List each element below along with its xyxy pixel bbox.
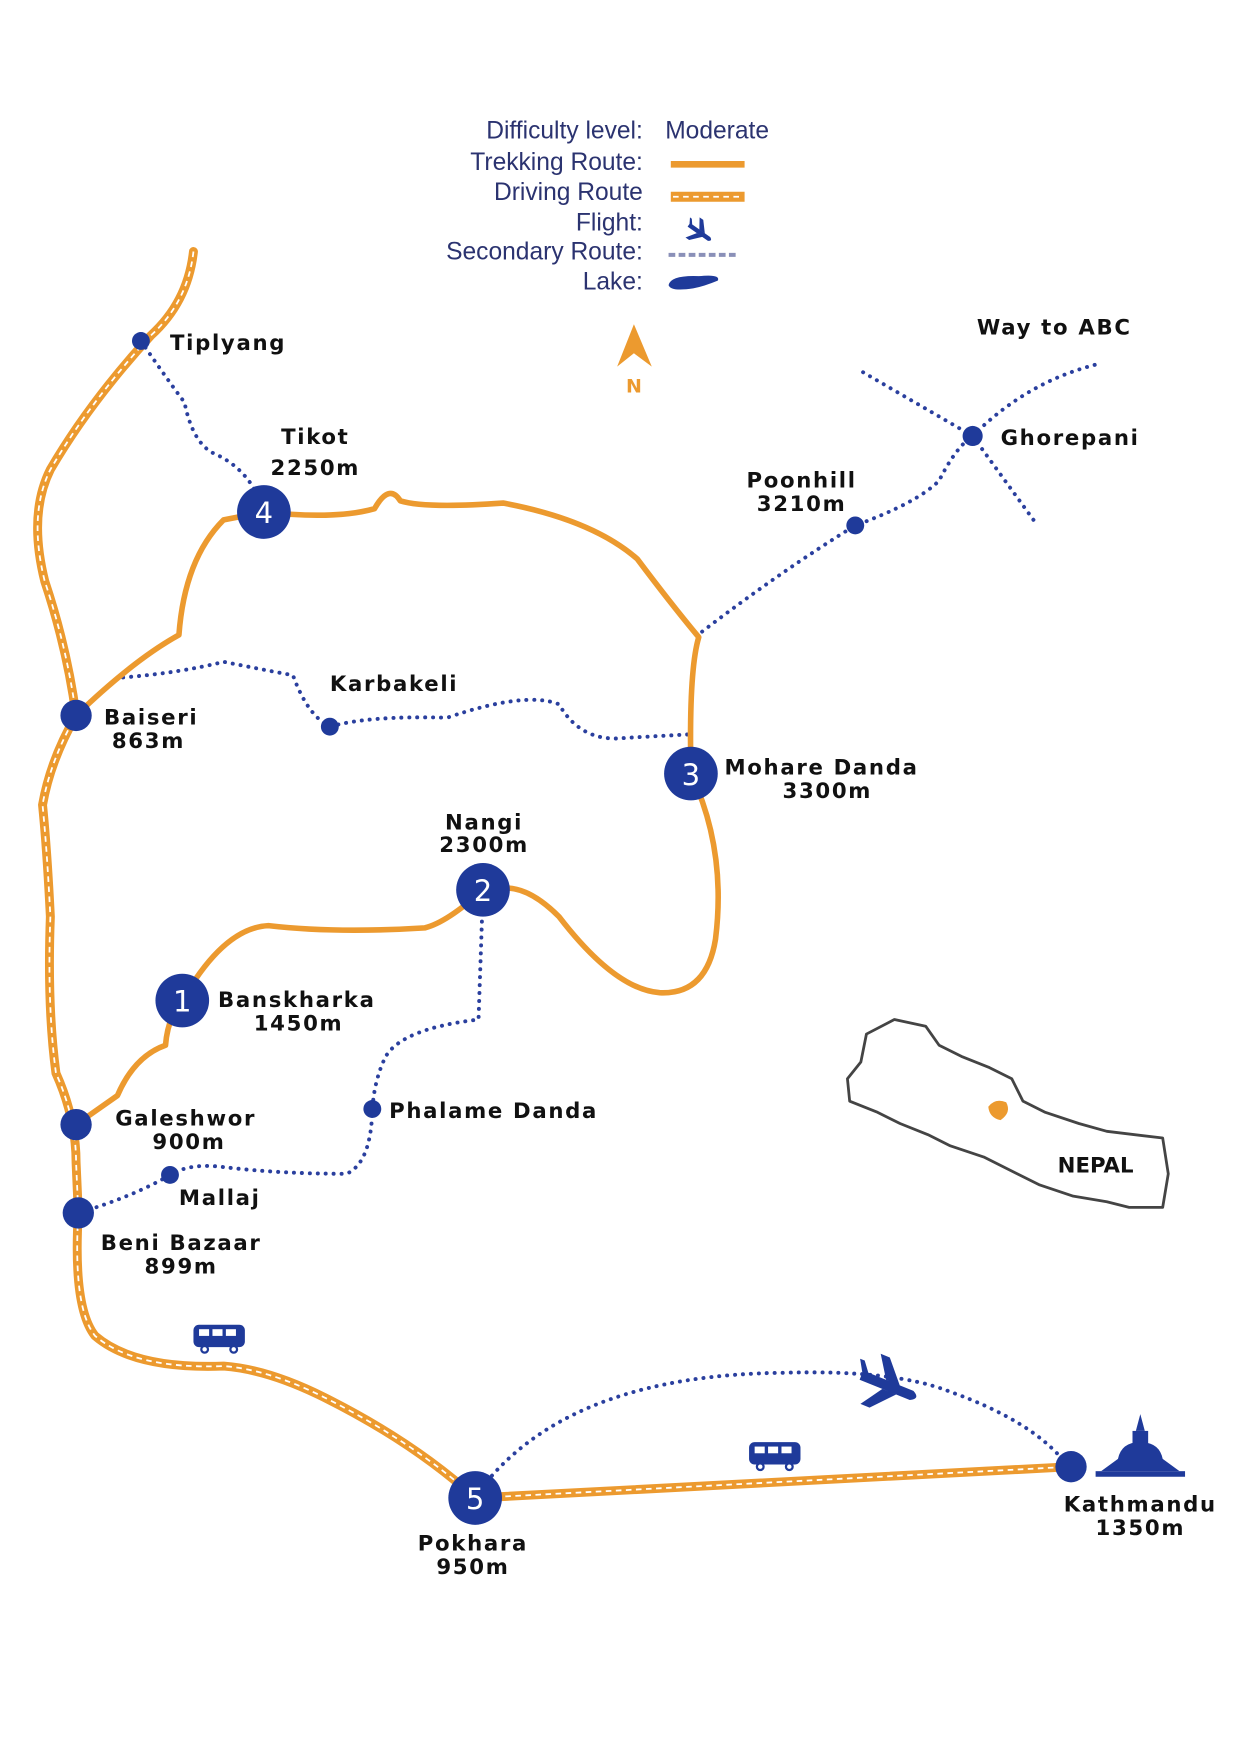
mohare-altitude: 3300m <box>783 779 873 804</box>
galeshwor-label: Galeshwor <box>115 1107 256 1132</box>
stage-1-marker[interactable]: 1 <box>155 973 210 1028</box>
stage-3-marker[interactable]: 3 <box>664 746 718 801</box>
kathmandu-marker[interactable] <box>1055 1451 1087 1483</box>
pokhara-label: Pokhara <box>418 1532 528 1557</box>
phalame-marker[interactable] <box>363 1100 382 1118</box>
legend-secondary-label: Secondary Route: <box>446 238 643 265</box>
mohare-label: Mohare Danda <box>724 756 918 781</box>
tikot-altitude: 2250m <box>270 456 360 481</box>
stage-2-marker[interactable]: 2 <box>456 863 510 917</box>
legend-difficulty-label: Difficulty level: <box>486 118 643 145</box>
ghorepani-label: Ghorepani <box>1001 426 1140 451</box>
nangi-label: Nangi <box>445 810 523 835</box>
tiplyang-label: Tiplyang <box>170 331 286 356</box>
poonhill-altitude: 3210m <box>757 492 847 517</box>
baiseri-marker[interactable] <box>60 699 92 732</box>
trekking-route <box>73 490 721 1128</box>
secondary-routes <box>76 339 1104 1478</box>
svg-text:4: 4 <box>255 496 273 530</box>
ghorepani-marker[interactable] <box>962 425 983 447</box>
driving-routes <box>33 247 1076 1503</box>
place-labels: Way to ABC Tiplyang Tikot 2250m Ghorepan… <box>101 315 1217 1580</box>
kathmandu-label: Kathmandu <box>1064 1492 1217 1517</box>
beni-label: Beni Bazaar <box>101 1231 262 1256</box>
way-to-abc-label: Way to ABC <box>977 315 1132 340</box>
nepal-inset-map: NEPAL <box>846 1018 1170 1209</box>
baiseri-label: Baiseri <box>104 705 198 730</box>
stage-4-marker[interactable]: 4 <box>237 485 291 539</box>
bus-icon <box>193 1324 245 1354</box>
svg-text:1: 1 <box>173 985 191 1019</box>
poonhill-marker[interactable] <box>846 516 865 535</box>
legend-lake-label: Lake: <box>583 269 643 296</box>
nepal-label: NEPAL <box>1058 1154 1134 1179</box>
banskharka-altitude: 1450m <box>254 1012 344 1037</box>
legend-difficulty-value: Moderate <box>665 118 769 145</box>
pokhara-altitude: 950m <box>436 1555 509 1580</box>
banskharka-label: Banskharka <box>218 988 376 1013</box>
legend-flight-label: Flight: <box>576 209 643 236</box>
bus-icon <box>749 1442 801 1472</box>
tikot-label: Tikot <box>281 425 349 450</box>
compass-label: N <box>626 375 642 397</box>
svg-text:5: 5 <box>466 1482 484 1516</box>
tiplyang-marker[interactable] <box>131 332 150 350</box>
stage-5-marker[interactable]: 5 <box>448 1471 503 1525</box>
mallaj-label: Mallaj <box>179 1186 261 1211</box>
nangi-altitude: 2300m <box>439 833 529 858</box>
mallaj-marker[interactable] <box>161 1165 179 1184</box>
stupa-icon <box>1095 1414 1186 1477</box>
plane-icon <box>859 1353 917 1408</box>
legend-driving-label: Driving Route <box>494 179 643 206</box>
karbakeli-marker[interactable] <box>320 717 339 736</box>
galeshwor-marker[interactable] <box>60 1108 92 1141</box>
beni-marker[interactable] <box>62 1197 94 1229</box>
baiseri-altitude: 863m <box>112 729 185 754</box>
waypoint-markers <box>60 332 1087 1483</box>
north-arrow-icon: N <box>617 324 652 397</box>
kathmandu-altitude: 1350m <box>1096 1516 1186 1541</box>
svg-text:3: 3 <box>682 758 700 792</box>
galeshwor-altitude: 900m <box>152 1130 225 1155</box>
poonhill-label: Poonhill <box>746 468 856 493</box>
karbakeli-label: Karbakeli <box>330 672 458 697</box>
plane-icon <box>685 217 712 241</box>
svg-text:2: 2 <box>474 874 492 908</box>
beni-altitude: 899m <box>145 1254 218 1279</box>
lake-icon <box>668 275 719 290</box>
trek-region-highlight <box>988 1100 1009 1121</box>
legend: Difficulty level: Moderate Trekking Rout… <box>446 118 769 296</box>
phalame-label: Phalame Danda <box>389 1099 598 1124</box>
legend-trekking-label: Trekking Route: <box>470 149 643 176</box>
